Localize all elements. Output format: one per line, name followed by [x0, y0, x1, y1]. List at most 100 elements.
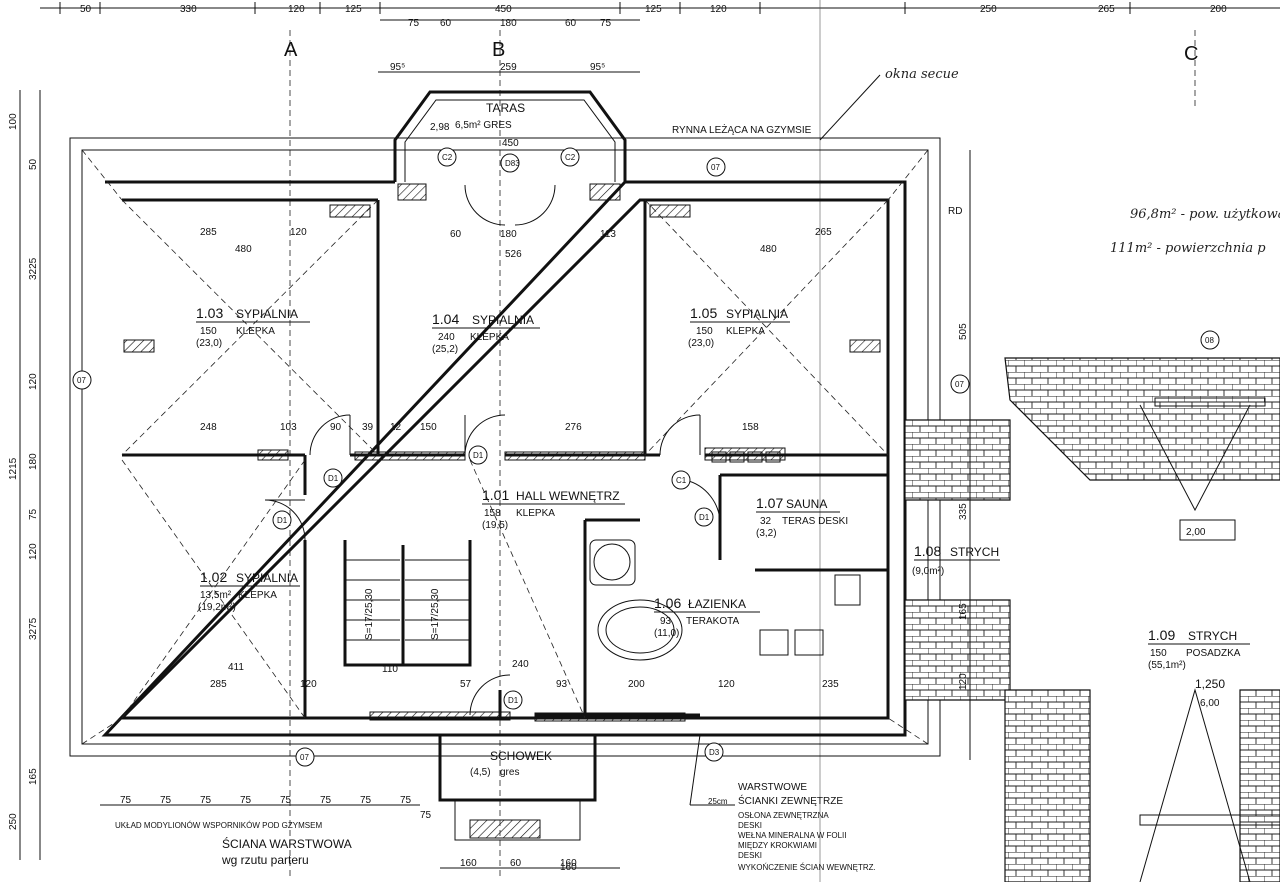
- svg-text:(3,2): (3,2): [756, 528, 777, 539]
- storage-annex: SCHOWEK (4,5) gres: [438, 735, 597, 841]
- svg-text:07: 07: [955, 380, 964, 389]
- svg-text:WYKOŃCZENIE ŚCIAN WEWNĘTRZ.: WYKOŃCZENIE ŚCIAN WEWNĘTRZ.: [738, 863, 876, 872]
- room-label-105: 1.05 SYPIALNIA 150 KLEPKA (23,0): [688, 305, 790, 349]
- svg-text:STRYCH: STRYCH: [950, 545, 999, 559]
- svg-text:1.02: 1.02: [200, 569, 227, 585]
- svg-text:D83: D83: [505, 159, 520, 168]
- svg-text:D1: D1: [277, 516, 288, 525]
- terrace-name: TARAS: [486, 101, 525, 115]
- interior-dim: 57: [460, 679, 472, 690]
- svg-text:KLEPKA: KLEPKA: [238, 590, 277, 601]
- section-bubble: 07: [72, 370, 92, 390]
- svg-text:1.06: 1.06: [654, 595, 681, 611]
- svg-text:SYPIALNIA: SYPIALNIA: [726, 307, 788, 321]
- section-bubble: D1: [468, 445, 488, 465]
- svg-text:D1: D1: [473, 451, 484, 460]
- svg-text:1,250: 1,250: [1195, 677, 1225, 691]
- svg-text:100: 100: [8, 113, 19, 130]
- svg-text:1.05: 1.05: [690, 305, 717, 321]
- svg-text:1215: 1215: [8, 457, 19, 480]
- section-bubble: 07: [706, 157, 726, 177]
- svg-text:(55,1m²): (55,1m²): [1148, 660, 1186, 671]
- section-bubble: D1: [323, 468, 343, 488]
- svg-text:259: 259: [500, 62, 517, 73]
- top-dim: 120: [288, 4, 305, 15]
- svg-text:75: 75: [240, 795, 252, 806]
- svg-text:(9,0m²): (9,0m²): [912, 566, 944, 577]
- staircase: S=17/25,30 S=17/25,30: [345, 545, 470, 665]
- svg-text:1.03: 1.03: [196, 305, 223, 321]
- svg-text:335: 335: [958, 503, 969, 520]
- svg-text:(25,2): (25,2): [432, 344, 458, 355]
- svg-text:KLEPKA: KLEPKA: [726, 326, 765, 337]
- interior-dim: 120: [718, 679, 735, 690]
- grid-label-c: C: [1184, 43, 1198, 65]
- svg-text:D1: D1: [508, 696, 519, 705]
- svg-text:1.07: 1.07: [756, 495, 783, 511]
- bottom-dimension-chain: 75 75 75 75 75 75 75 75 75 160 60 160 UK…: [100, 795, 620, 869]
- interior-dim: 93: [556, 679, 568, 690]
- interior-dim: 235: [822, 679, 839, 690]
- interior-dim: 103: [280, 422, 297, 433]
- svg-text:SYPIALNIA: SYPIALNIA: [236, 307, 298, 321]
- svg-text:SAUNA: SAUNA: [786, 497, 827, 511]
- svg-text:75: 75: [120, 795, 132, 806]
- svg-text:75: 75: [280, 795, 292, 806]
- top-dim: 265: [1098, 4, 1115, 15]
- svg-text:2,00: 2,00: [1186, 527, 1206, 538]
- terrace: 95⁵ 259 95⁵ TARAS 6,5m² GRES 2,98 450: [378, 62, 640, 182]
- attic-roof: 2,00 1.09 STRYCH 150 POSADZKA (55,1m²) 1…: [904, 357, 1280, 882]
- svg-text:75: 75: [420, 810, 432, 821]
- top-sub-dim: 60: [565, 18, 577, 29]
- room-label-103: 1.03 SYPIALNIA 150 KLEPKA (23,0): [196, 305, 310, 349]
- svg-text:1.04: 1.04: [432, 311, 459, 327]
- legend-thickness: 25cm: [708, 797, 728, 806]
- interior-dim: 285: [200, 227, 217, 238]
- top-dimension-chain: 50 330 120 125 450 125 120 250 265 200 7…: [40, 2, 1280, 29]
- interior-dim: 411: [228, 662, 244, 673]
- section-bubble: 07: [295, 747, 315, 767]
- top-dim: 450: [495, 4, 512, 15]
- svg-text:75: 75: [200, 795, 212, 806]
- section-bubble: 08: [1200, 330, 1220, 350]
- room-label-104: 1.04 SYPIALNIA 240 KLEPKA (25,2): [432, 311, 540, 355]
- section-bubble: D3: [704, 742, 724, 762]
- interior-dim: 526: [505, 249, 522, 260]
- top-dim: 50: [80, 4, 92, 15]
- svg-text:07: 07: [77, 376, 86, 385]
- top-sub-dim: 75: [408, 18, 420, 29]
- wall-caption-1: ŚCIANA WARSTWOWA: [222, 836, 352, 851]
- top-sub-dim: 60: [440, 18, 452, 29]
- svg-text:120: 120: [958, 673, 969, 690]
- svg-text:250: 250: [8, 813, 19, 830]
- svg-text:6,00: 6,00: [1200, 698, 1220, 709]
- svg-text:60: 60: [510, 858, 522, 869]
- svg-text:KLEPKA: KLEPKA: [470, 332, 509, 343]
- section-bubble: D1: [272, 510, 292, 530]
- window-note: okna secue: [885, 67, 959, 82]
- svg-text:150: 150: [200, 326, 217, 337]
- svg-text:D3: D3: [709, 748, 720, 757]
- interior-dim: 180: [500, 229, 517, 240]
- svg-text:75: 75: [360, 795, 372, 806]
- total-area-note: 111m² - powierzchnia p: [1110, 241, 1266, 256]
- section-bubble: D83: [500, 153, 520, 173]
- section-bubble: D1: [503, 690, 523, 710]
- svg-text:HALL WEWNĘTRZ: HALL WEWNĘTRZ: [516, 489, 620, 503]
- interior-dim: 39: [362, 422, 374, 433]
- svg-text:07: 07: [300, 753, 309, 762]
- svg-text:505: 505: [958, 323, 969, 340]
- svg-text:1.09: 1.09: [1148, 627, 1175, 643]
- svg-text:95⁵: 95⁵: [390, 62, 405, 73]
- section-bubble: C2: [437, 147, 457, 167]
- stair-note: S=17/25,30: [364, 588, 375, 640]
- room-label-108: 1.08 STRYCH (9,0m²): [912, 543, 1000, 577]
- wall-caption-2: wg rzutu parteru: [221, 853, 309, 867]
- interior-dim: 12: [390, 422, 402, 433]
- svg-text:1.08: 1.08: [914, 543, 941, 559]
- room-label-102: 1.02 SYPIALNIA 13,5m² KLEPKA (19,2m²): [198, 569, 300, 613]
- svg-text:(11,0): (11,0): [654, 628, 679, 639]
- svg-text:POSADZKA: POSADZKA: [1186, 648, 1241, 659]
